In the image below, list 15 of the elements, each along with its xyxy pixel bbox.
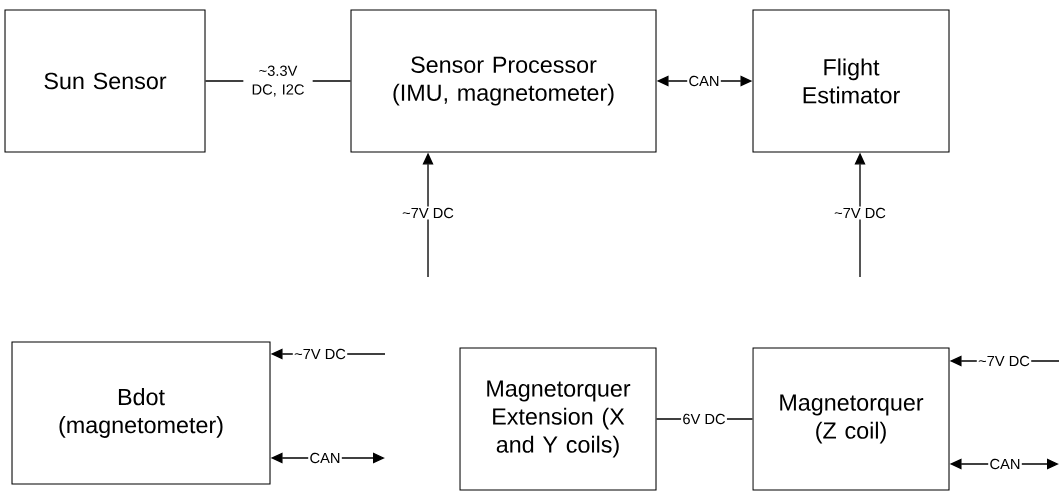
- edge-label: ~7V DC: [292, 347, 348, 361]
- edge-label: CAN: [687, 74, 721, 88]
- block-box: Sun Sensor: [4, 9, 206, 153]
- edge-label: ~7V DC: [400, 206, 456, 220]
- block-box: Bdot (magnetometer): [11, 341, 271, 485]
- edge-label: ~7V DC: [832, 206, 888, 220]
- edge-label: ~7V DC: [976, 354, 1032, 368]
- block-box: Magnetorquer (Z coil): [752, 347, 950, 491]
- block-box: Magnetorquer Extension (X and Y coils): [459, 347, 657, 491]
- block-box: Sensor Processor (IMU, magnetometer): [350, 9, 657, 153]
- edge-label: CAN: [988, 457, 1022, 471]
- edge-label: CAN: [308, 451, 342, 465]
- edge-label: 6V DC: [681, 412, 727, 426]
- block-box: Flight Estimator: [752, 9, 950, 153]
- edge-label: ~3.3V DC, I2C: [243, 64, 313, 98]
